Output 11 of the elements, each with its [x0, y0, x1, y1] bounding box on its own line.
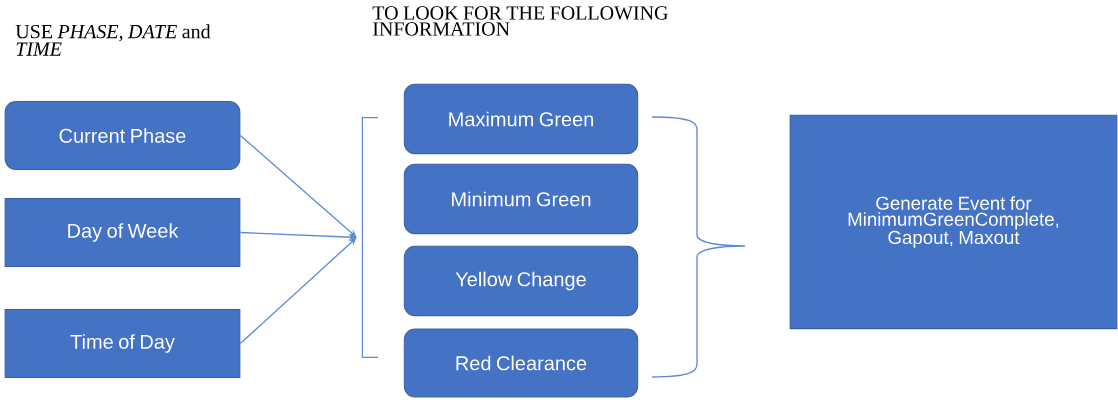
process-box: Day of Week	[4, 197, 241, 268]
process-box: Minimum Green	[403, 163, 639, 235]
bracket	[361, 117, 378, 358]
heading: USE PHASE, DATE and TIME	[15, 24, 211, 56]
process-box: Time of Day	[4, 308, 241, 378]
process-box: Current Phase	[4, 100, 241, 171]
heading: TO LOOK FOR THE FOLLOWING INFORMATION	[372, 6, 668, 36]
process-box: Generate Event for MinimumGreenComplete, Gapout, Maxout	[789, 114, 1118, 330]
process-box: Yellow Change	[403, 245, 639, 317]
process-box: Maximum Green	[403, 83, 639, 155]
process-box: Red Clearance	[403, 328, 639, 398]
